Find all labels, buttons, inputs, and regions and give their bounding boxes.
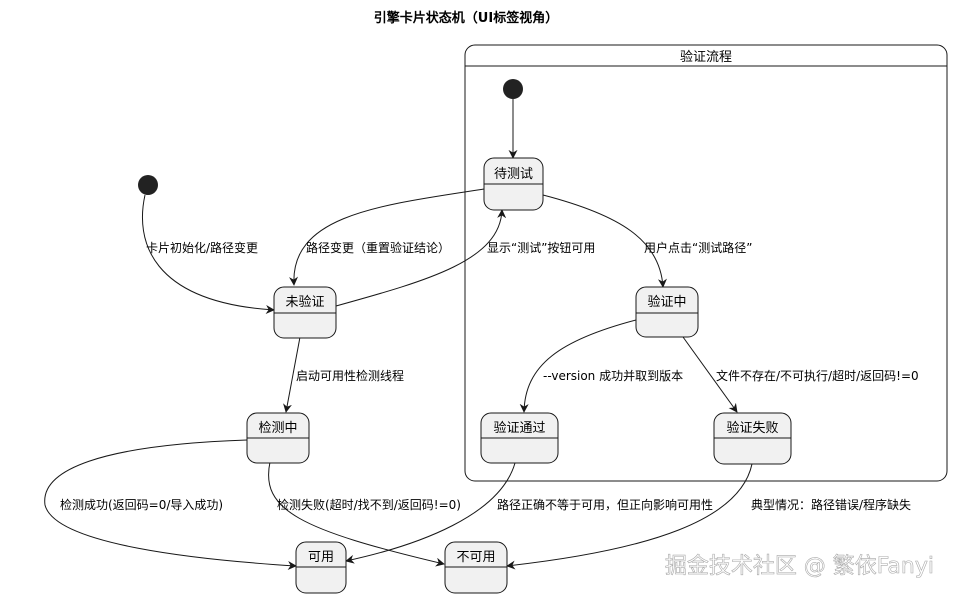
state-label: 验证中 bbox=[647, 294, 686, 310]
label-check-success: 检测成功(返回码=0/导入成功) bbox=[60, 497, 223, 512]
start-point-outer bbox=[138, 175, 158, 195]
state-label: 不可用 bbox=[456, 550, 495, 565]
edge-user-click bbox=[542, 194, 667, 288]
edges bbox=[44, 99, 753, 570]
state-failed: 验证失败 bbox=[713, 412, 792, 465]
edge-labels: 卡片初始化/路径变更 路径变更（重置验证结论） 显示“测试”按钮可用 用户点击“… bbox=[60, 240, 919, 512]
edge-file-missing bbox=[682, 336, 738, 413]
state-label: 待测试 bbox=[494, 167, 533, 182]
state-label: 验证通过 bbox=[493, 420, 545, 436]
start-point-inner bbox=[503, 79, 523, 99]
state-passed: 验证通过 bbox=[480, 412, 559, 464]
edge-show-test bbox=[335, 209, 507, 307]
label-path-ok: 路径正确不等于可用，但正向影响可用性 bbox=[497, 497, 713, 512]
state-available: 可用 bbox=[295, 541, 347, 594]
edge-path-change bbox=[289, 188, 485, 286]
label-version-ok: --version 成功并取到版本 bbox=[543, 369, 683, 383]
diagram-title: 引擎卡片状态机（UI标签视角） bbox=[374, 10, 558, 26]
label-init: 卡片初始化/路径变更 bbox=[146, 240, 258, 255]
composite-title: 验证流程 bbox=[680, 49, 732, 65]
edge-version-ok bbox=[519, 319, 637, 413]
state-checking: 检测中 bbox=[246, 412, 310, 464]
state-unavailable: 不可用 bbox=[444, 541, 508, 594]
state-label: 可用 bbox=[308, 550, 334, 565]
state-pending: 待测试 bbox=[483, 157, 544, 211]
label-check-fail: 检测失败(超时/找不到/返回码!=0) bbox=[277, 497, 461, 512]
composite-verify-flow: 验证流程 bbox=[464, 44, 948, 482]
state-label: 未验证 bbox=[285, 294, 324, 310]
state-unverified: 未验证 bbox=[273, 286, 337, 339]
label-file-missing: 文件不存在/不可执行/超时/返回码!=0 bbox=[716, 368, 919, 383]
edge-start-check bbox=[283, 336, 301, 413]
label-show-test: 显示“测试”按钮可用 bbox=[487, 240, 595, 255]
label-start-check: 启动可用性检测线程 bbox=[296, 368, 404, 383]
edge-check-fail bbox=[268, 461, 445, 567]
edge-check-success bbox=[44, 439, 297, 570]
state-label: 验证失败 bbox=[726, 420, 778, 436]
label-path-change: 路径变更（重置验证结论） bbox=[306, 240, 450, 255]
watermark: 掘金技术社区 @ 繁依Fanyi bbox=[665, 554, 934, 579]
edge-init bbox=[142, 194, 275, 314]
edge-path-ok bbox=[345, 462, 516, 564]
edge-typical bbox=[506, 463, 753, 570]
label-user-click: 用户点击“测试路径” bbox=[644, 240, 752, 255]
state-verifying: 验证中 bbox=[635, 286, 699, 338]
state-label: 检测中 bbox=[258, 421, 297, 436]
label-typical: 典型情况：路径错误/程序缺失 bbox=[751, 497, 911, 512]
